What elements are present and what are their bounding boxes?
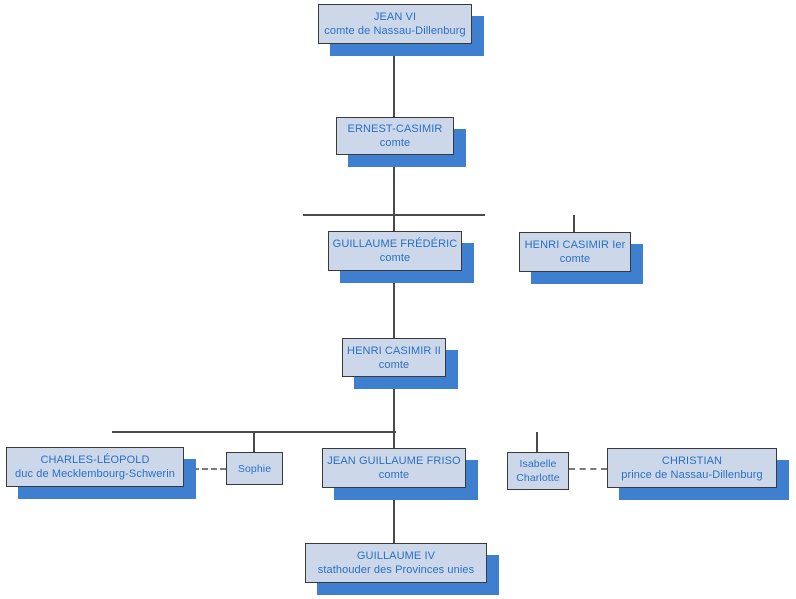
node-title: JEAN GUILLAUME FRISO: [327, 455, 461, 467]
node-subtitle: comte de Nassau-Dillenburg: [324, 25, 466, 37]
node-subtitle: prince de Nassau-Dillenburg: [621, 469, 763, 481]
node-title: JEAN VI: [373, 11, 417, 23]
connector-gf-down: [393, 271, 395, 338]
connector-jeanvi-down: [393, 44, 395, 117]
connector-gf-drop: [393, 215, 395, 231]
connector-sophie-drop: [253, 432, 255, 452]
node-title: HENRI CASIMIR II: [347, 344, 441, 357]
connector-isabelle-drop: [536, 432, 538, 452]
node-subtitle: stathouder des Provinces unies: [317, 564, 475, 576]
node-title: CHARLES-LÉOPOLD: [40, 454, 150, 466]
node-guillaume-frederic[interactable]: GUILLAUME FRÉDÉRIC comte: [328, 231, 462, 271]
node-subtitle: comte: [378, 358, 410, 371]
connector-friso-drop: [393, 432, 395, 448]
connector-ernestcasimir-down: [393, 155, 395, 215]
node-title: GUILLAUME IV: [356, 550, 436, 562]
node-title: GUILLAUME FRÉDÉRIC: [332, 238, 458, 250]
node-subtitle: comte: [378, 469, 410, 481]
node-subtitle: Charlotte: [516, 472, 560, 484]
connector-hc1-drop: [573, 215, 575, 232]
node-henri-casimir-ier[interactable]: HENRI CASIMIR Ier comte: [519, 232, 631, 272]
node-title: CHRISTIAN: [661, 455, 723, 467]
node-charles-leopold[interactable]: CHARLES-LÉOPOLD duc de Mecklembourg-Schwe…: [6, 447, 184, 487]
node-jean-vi[interactable]: JEAN VI comte de Nassau-Dillenburg: [318, 4, 472, 44]
node-guillaume-iv[interactable]: GUILLAUME IV stathouder des Provinces uni…: [305, 543, 487, 583]
node-title: Isabelle: [519, 458, 557, 470]
node-subtitle: comte: [379, 137, 411, 149]
node-subtitle: comte: [379, 252, 411, 264]
node-sophie[interactable]: Sophie: [226, 452, 283, 485]
node-subtitle: comte: [559, 253, 591, 265]
node-title: Sophie: [237, 462, 272, 475]
node-title: HENRI CASIMIR Ier: [524, 239, 626, 251]
spouse-link-charles-leopold-sophie: [184, 468, 226, 470]
node-christian[interactable]: CHRISTIAN prince de Nassau-Dillenburg: [607, 448, 777, 488]
node-subtitle: duc de Mecklembourg-Schwerin: [15, 468, 175, 480]
spouse-link-isabelle-charlotte-christian: [569, 468, 607, 470]
connector-friso-to-guillaumeiv: [393, 488, 395, 543]
node-title: ERNEST-CASIMIR: [347, 123, 443, 135]
node-ernest-casimir[interactable]: ERNEST-CASIMIR comte: [336, 117, 454, 155]
connector-hc2-down: [393, 377, 395, 432]
node-jean-guillaume-friso[interactable]: JEAN GUILLAUME FRISO comte: [322, 448, 466, 488]
